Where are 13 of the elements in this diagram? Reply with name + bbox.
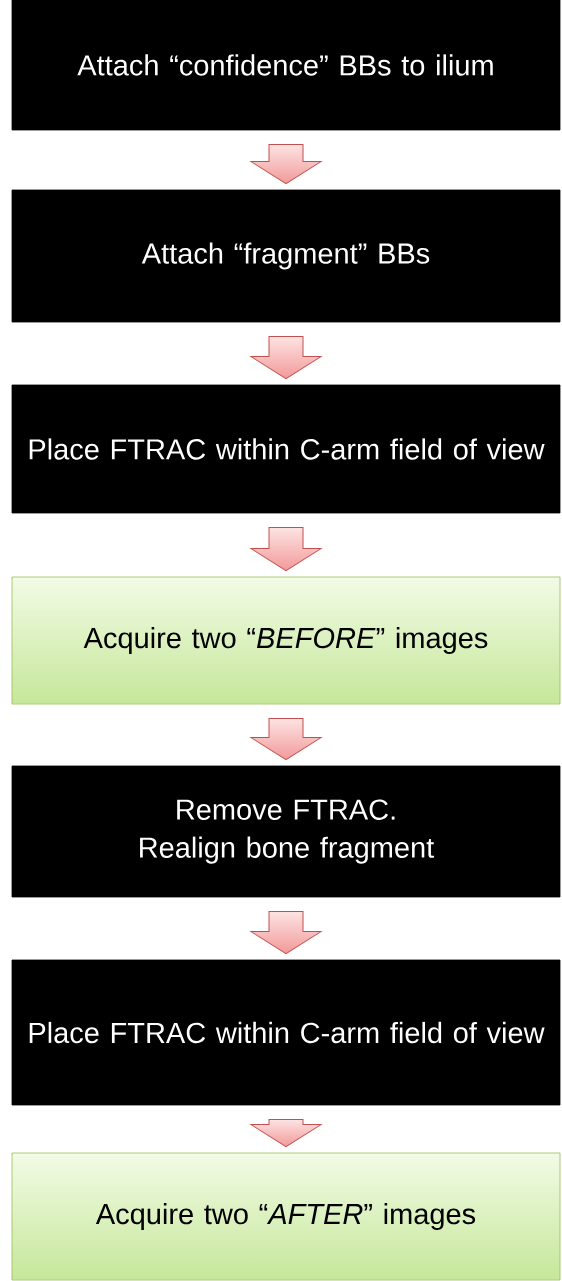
block-arrow — [250, 526, 322, 572]
block-arrow — [250, 143, 322, 185]
process-box: Acquire two “BEFORE” images — [11, 576, 561, 705]
block-arrow — [250, 335, 322, 380]
process-box: Attach “confidence” BBs to ilium — [11, 0, 561, 131]
process-box: Attach “fragment” BBs — [11, 189, 561, 323]
process-box: Place FTRAC within C-arm field of view — [11, 384, 561, 514]
process-box: Remove FTRAC. Realign bone fragment — [11, 765, 561, 898]
process-box: Acquire two “AFTER” images — [11, 1152, 561, 1281]
block-arrow — [250, 717, 322, 761]
block-arrow — [250, 910, 322, 955]
block-arrow — [250, 1118, 322, 1148]
process-box: Place FTRAC within C-arm field of view — [11, 959, 561, 1106]
